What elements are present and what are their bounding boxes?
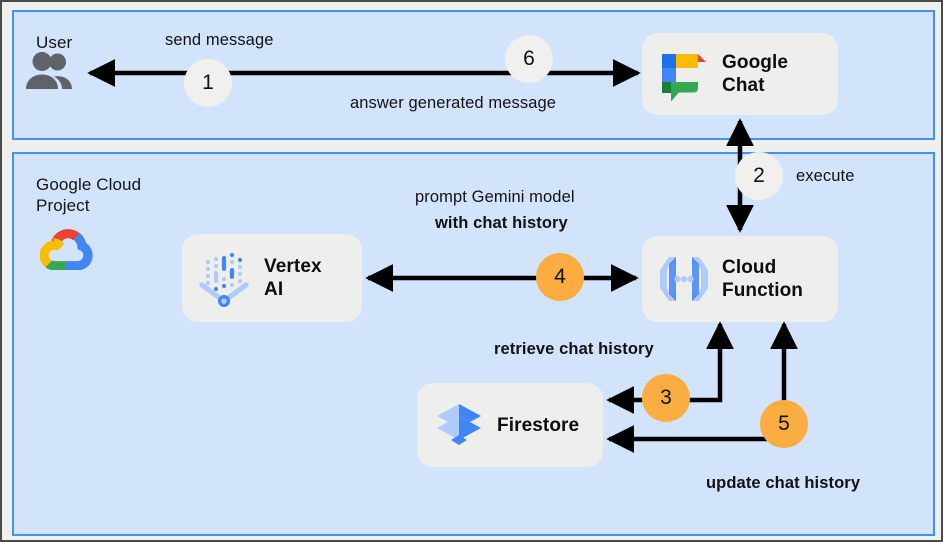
panel-user-title: User (36, 33, 73, 52)
node-google-chat[interactable]: Google Chat (642, 33, 838, 115)
step-badge-4[interactable]: 4 (536, 253, 584, 301)
flow-label-with-chat-history: with chat history (435, 214, 568, 232)
step-badge-3[interactable]: 3 (642, 374, 690, 422)
node-firestore-label: Firestore (497, 414, 580, 436)
firestore-logo-icon (431, 397, 487, 453)
flow-label-update-chat-history: update chat history (706, 474, 861, 492)
step-badge-6[interactable]: 6 (505, 35, 553, 83)
flow-label-execute: execute (796, 167, 855, 185)
google-chat-logo-icon (654, 46, 710, 102)
node-cloud-function[interactable]: Cloud Function (642, 236, 838, 322)
flow-label-send-message: send message (165, 31, 274, 49)
vertex-ai-logo-icon (196, 249, 254, 307)
node-vertex-ai-label: Vertex AI (264, 256, 322, 300)
flow-label-answer-generated-message: answer generated message (350, 94, 557, 112)
step-badge-2[interactable]: 2 (735, 152, 783, 200)
node-vertex-ai[interactable]: Vertex AI (182, 234, 362, 322)
cloud-function-logo-icon (656, 251, 712, 307)
node-cloud-function-label: Cloud Function (722, 257, 804, 301)
user-group-icon (24, 52, 76, 90)
flow-label-retrieve-chat-history: retrieve chat history (494, 340, 654, 358)
node-firestore[interactable]: Firestore (417, 383, 603, 467)
node-google-chat-label: Google Chat (722, 52, 789, 96)
step-badge-5[interactable]: 5 (760, 400, 808, 448)
panel-google-cloud-project-title: Google Cloud Project (36, 175, 142, 215)
step-badge-1[interactable]: 1 (184, 59, 232, 107)
google-cloud-logo-icon (40, 224, 98, 270)
flow-label-prompt-gemini-model: prompt Gemini model (415, 188, 575, 206)
